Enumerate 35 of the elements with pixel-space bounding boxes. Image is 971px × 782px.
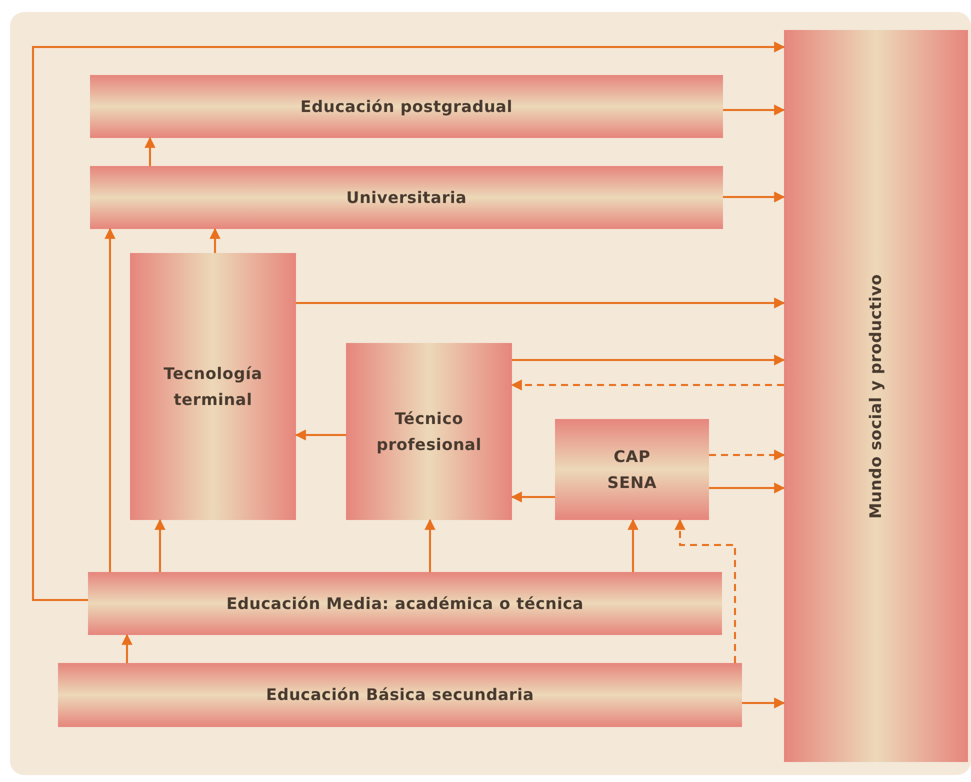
arrow — [510, 380, 784, 390]
arrow — [154, 518, 166, 572]
arrow — [104, 228, 116, 572]
stage-band — [555, 419, 709, 520]
arrow — [742, 698, 786, 708]
arrow — [510, 492, 555, 502]
stage-box — [784, 30, 968, 762]
stage-box — [130, 253, 296, 520]
stage-band — [58, 663, 742, 727]
arrow — [709, 482, 786, 494]
stage-label: Tecnología terminal — [162, 362, 264, 410]
stage-label: Técnico profesional — [375, 408, 483, 456]
arrow — [628, 518, 638, 572]
stage-label: Mundo social y productivo — [865, 274, 886, 518]
stage-label: Educación postgradual — [300, 96, 513, 118]
arrow — [210, 228, 220, 253]
stage-label: Educación Media: académica o técnica — [226, 592, 584, 615]
stage-band — [90, 166, 723, 229]
stage-box — [346, 343, 512, 520]
arrow — [296, 298, 786, 308]
arrow — [723, 192, 786, 202]
stage-band — [88, 572, 722, 635]
stage-band — [90, 75, 723, 138]
arrow — [424, 518, 436, 572]
arrow — [709, 450, 786, 460]
arrow — [144, 136, 156, 166]
arrow — [32, 42, 786, 601]
arrow — [122, 634, 132, 663]
arrow — [674, 518, 736, 663]
arrow — [723, 104, 786, 116]
stage-label: Educación Básica secundaria — [266, 684, 534, 706]
arrow — [294, 430, 346, 440]
stage-label: CAP SENA — [606, 446, 658, 494]
stage-label: Universitaria — [346, 186, 467, 209]
arrow — [512, 354, 786, 366]
